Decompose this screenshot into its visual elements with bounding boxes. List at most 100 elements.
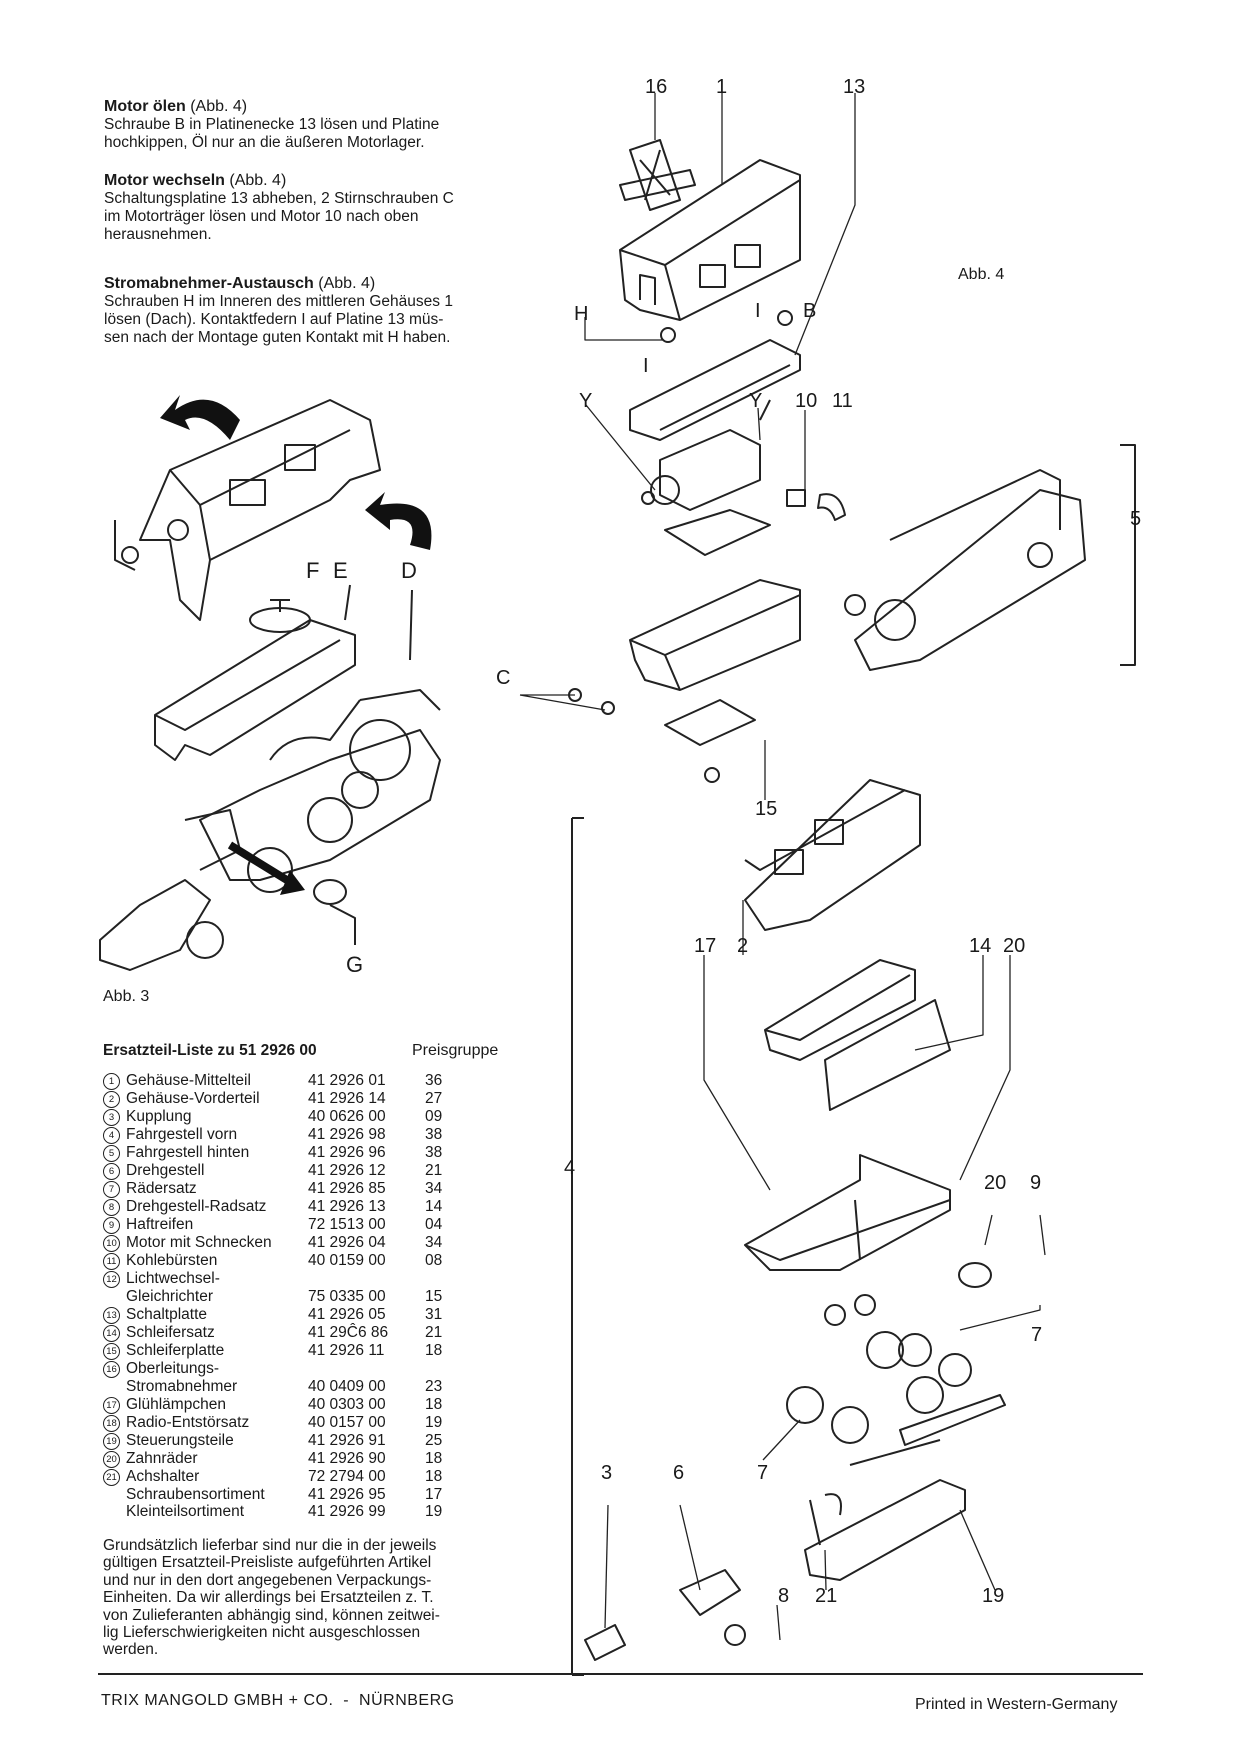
abb4-insulating-plate [664,509,771,556]
abb4-drive-rods [849,1394,1006,1466]
part-name-cell: 18 Radio-Entstörsatz [103,1414,308,1432]
abb4-bogie-frame [804,1479,966,1581]
part-price-group: 31 [425,1305,443,1323]
part-name: Glühlämpchen [126,1395,226,1413]
part-price-group: 09 [425,1108,443,1125]
label-b: B [803,300,817,322]
part-article-number: 41 2926 91 [308,1431,386,1449]
part-number-badge: 10 [103,1235,120,1252]
abb3-body-shell [114,399,381,621]
part-price-group: 18 [425,1467,443,1485]
label-4: 4 [564,1157,576,1179]
part-price-group: 36 [425,1072,443,1089]
label-3: 3 [601,1462,613,1484]
part-name: Oberleitungs- [126,1359,220,1377]
part-number-badge: 12 [103,1271,120,1288]
parts-list-title: Ersatzteil-Liste zu 51 2926 00 [103,1042,317,1059]
abb4-center-housing [619,159,801,321]
part-name-cell: Kleinteilsortiment [103,1503,308,1521]
part-name: Zahnräder [126,1449,198,1467]
part-number-badge: 2 [103,1091,120,1108]
label-20-upper: 20 [1003,935,1026,957]
abb4-caption: Abb. 4 [958,266,1005,283]
part-article-number [308,1270,425,1288]
part-price-group: 25 [425,1431,443,1449]
part-name: Kupplung [126,1108,192,1125]
label-7-middle: 7 [757,1462,769,1484]
part-article-number: 41 2926 05 [308,1305,386,1323]
abb4-pantograph [619,139,696,211]
rotate-arrow-top [160,395,240,440]
label-e: E [333,558,348,583]
motor-oil-title: Motor ölen (Abb. 4) [104,98,248,115]
bracket-4 [571,817,584,1676]
part-article-number: 40 0157 00 [308,1413,386,1431]
label-f: F [306,558,320,583]
label-16: 16 [645,76,668,98]
part-article-number: 41 2926 12 [308,1162,386,1179]
part-article-number: 41 29Ĉ6 86 [308,1323,389,1341]
label-1: 1 [716,76,728,98]
part-article-number: 41 2926 11 [308,1341,385,1359]
part-number-badge: 19 [103,1432,120,1450]
part-name: Kleinteilsortiment [126,1503,245,1521]
part-price-group: 19 [425,1503,443,1521]
part-number-badge: 18 [103,1414,120,1432]
label-c: C [496,667,511,689]
part-article-number: 41 2926 04 [308,1234,386,1251]
abb4-circuit-board [629,339,801,441]
part-number-badge: 15 [103,1342,120,1360]
part-name-cell: 2 Gehäuse-Vorderteil [103,1090,308,1108]
abb4-brushes [786,489,846,521]
part-article-number: 72 2794 00 [308,1467,386,1485]
part-name: Gehäuse-Vorderteil [126,1090,260,1107]
part-article-number: 75 0335 00 [308,1288,386,1305]
part-article-number: 40 0626 00 [308,1108,386,1125]
part-number-badge: 4 [103,1127,120,1144]
part-price-group: 19 [425,1413,443,1431]
parts-row: 19 Steuerungsteile 41 2926 91 25 [103,1432,442,1450]
part-name: Fahrgestell hinten [126,1144,250,1161]
part-price-group: 21 [425,1323,443,1341]
label-i-lower: I [643,355,649,377]
label-y-left: Y [579,390,593,412]
parts-row: 18 Radio-Entstörsatz 40 0157 00 19 [103,1414,442,1432]
part-article-number: 41 2926 98 [308,1126,386,1143]
part-article-number [308,1360,425,1378]
abb4-front-chassis [744,1154,951,1271]
part-number-badge: 3 [103,1109,120,1126]
label-13: 13 [843,76,866,98]
part-number-badge: 6 [103,1163,120,1180]
part-name: Steuerungsteile [126,1431,234,1449]
abb4-leaders [519,93,1046,1641]
part-price-group: 18 [425,1449,443,1467]
label-6: 6 [673,1462,685,1484]
part-name: Drehgestell [126,1162,205,1179]
label-2: 2 [737,935,749,957]
price-group-header: Preisgruppe [412,1042,499,1059]
part-name-cell: 10 Motor mit Schnecken [103,1234,308,1252]
motor-change-section: Motor wechseln (Abb. 4) Schaltungsplatin… [104,172,509,244]
part-name: Motor mit Schnecken [126,1234,272,1251]
part-article-number: 41 2926 96 [308,1144,386,1161]
abb3-arrow [227,841,298,889]
part-number-badge: 13 [103,1306,120,1324]
abb4-bogie-and-coupling [584,1569,746,1661]
parts-row: 3 Kupplung 40 0626 00 09 [103,1108,442,1126]
part-name: Radio-Entstörsatz [126,1413,250,1431]
